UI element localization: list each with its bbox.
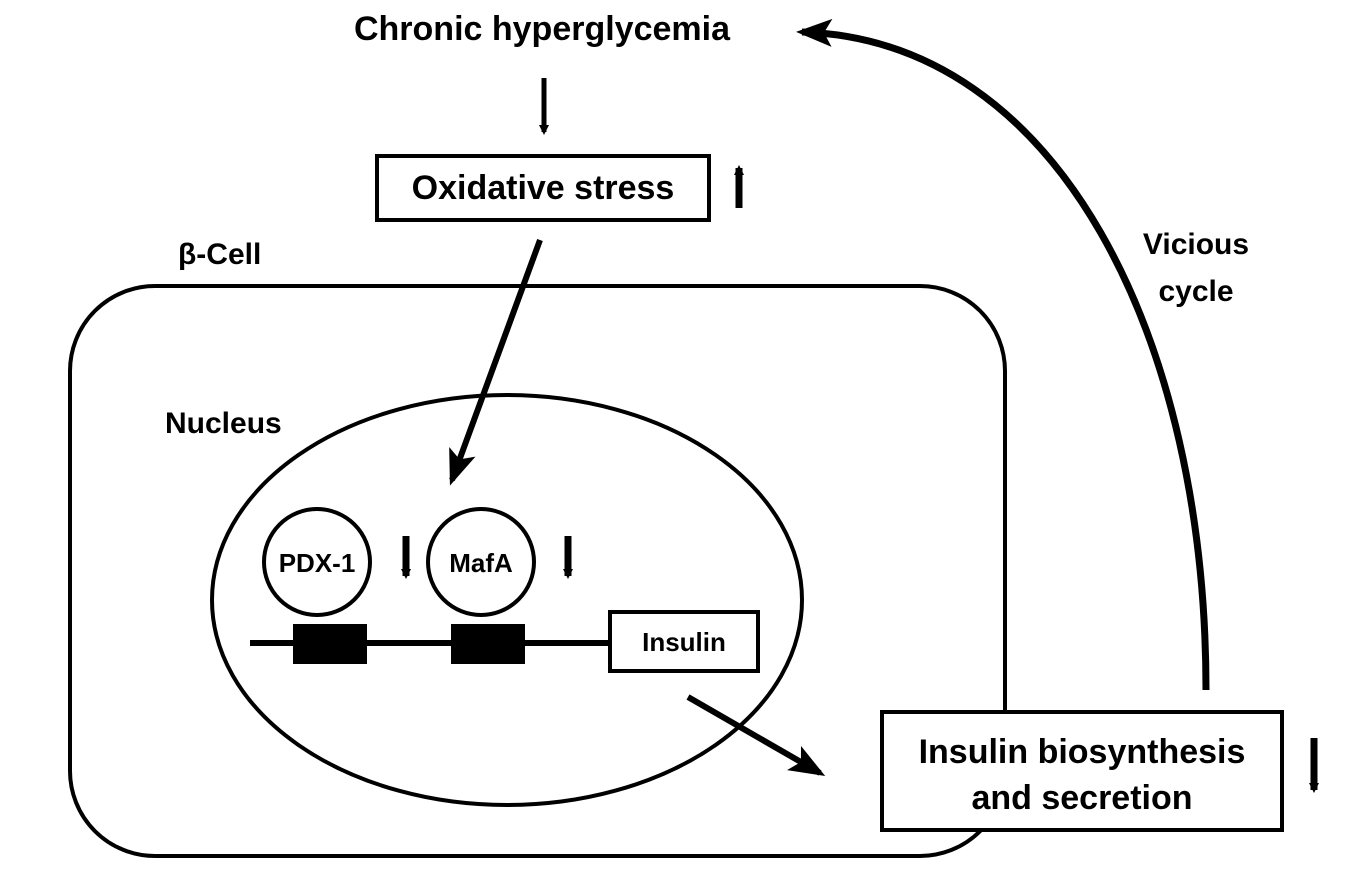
arrow-insulin-to-output	[686, 694, 826, 776]
top-label: Chronic hyperglycemia	[354, 10, 731, 48]
vicious-cycle-arrow	[796, 18, 1210, 691]
beta-cell-outline	[68, 284, 1007, 858]
nucleus-label: Nucleus	[165, 407, 282, 440]
beta-cell-label: β-Cell	[178, 238, 261, 271]
output-label-line-2: and secretion	[971, 779, 1192, 817]
insulin-gene-box	[608, 610, 760, 673]
mafa-circle	[426, 507, 536, 617]
pdx1-label: PDX-1	[279, 548, 356, 578]
vicious-cycle-label-line-1: Vicious	[1143, 228, 1249, 261]
oxidative-stress-box	[375, 154, 711, 222]
insulin-gene-label: Insulin	[642, 627, 726, 657]
vicious-cycle-label-line-2: cycle	[1158, 275, 1233, 308]
output-label-line-1: Insulin biosynthesis	[919, 733, 1246, 771]
promoter-element-2	[451, 624, 525, 664]
arrow-stress-to-nucleus	[449, 238, 543, 486]
nucleus-outline	[210, 393, 804, 807]
mafa-label: MafA	[449, 548, 513, 578]
oxidative-stress-label: Oxidative stress	[412, 169, 675, 207]
pdx1-circle	[262, 507, 372, 617]
promoter-element-1	[293, 624, 367, 664]
output-box	[880, 710, 1284, 832]
